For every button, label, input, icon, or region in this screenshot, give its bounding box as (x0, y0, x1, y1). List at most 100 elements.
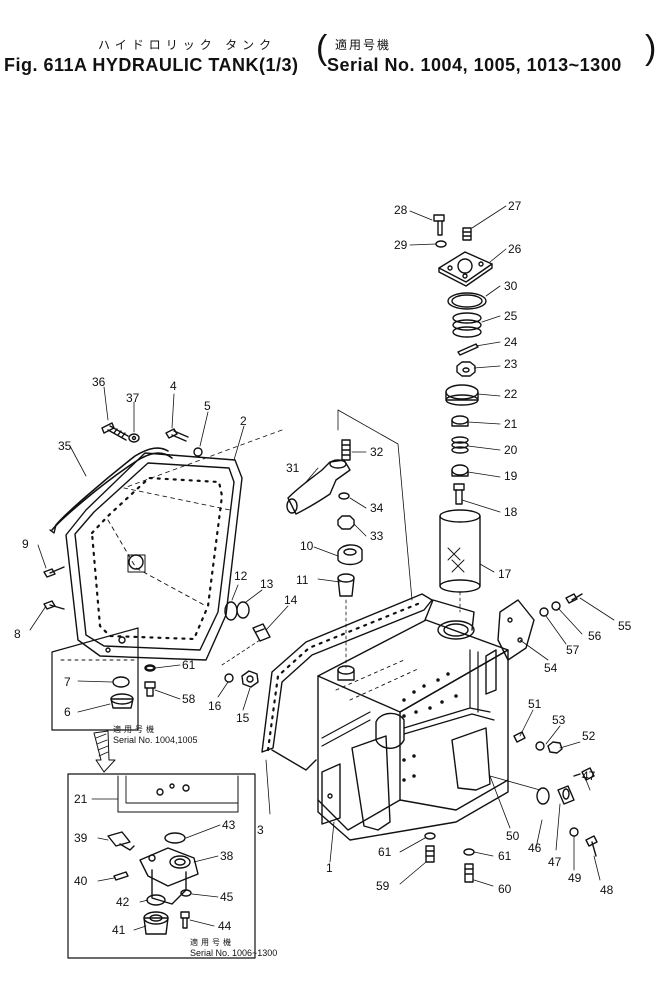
inset-lower-box (67, 773, 256, 959)
inset-lower-jp: 適用号機 (190, 938, 234, 947)
rod-18 (453, 483, 465, 505)
nut-23 (456, 361, 476, 377)
callout: 49 (568, 871, 582, 885)
callout: 32 (370, 445, 384, 459)
leader-lines (29, 205, 615, 931)
callout: 23 (504, 357, 518, 371)
bolt-59 (425, 845, 435, 863)
washer-16 (221, 639, 261, 683)
callout: 33 (370, 529, 384, 543)
callout: 56 (588, 629, 602, 643)
nut-15 (241, 670, 259, 688)
elbow-47 (573, 767, 595, 781)
spring-20 (451, 436, 469, 454)
bolt-8 (43, 600, 65, 610)
clamp-10 (337, 544, 363, 566)
washer-61b (463, 848, 475, 856)
washer-29 (435, 240, 447, 248)
plug-39 (107, 831, 135, 851)
elbow-46 (557, 785, 575, 805)
callout: 59 (376, 879, 390, 893)
tank-body-1 (317, 599, 509, 841)
callout: 24 (504, 335, 518, 349)
callout: 61 (498, 849, 512, 863)
serial-range: Serial No. 1004, 1005, 1013~1300 (327, 55, 622, 75)
valve-21 (451, 415, 469, 427)
bolt-36 (101, 422, 129, 441)
oring-50 (536, 787, 550, 805)
callout: 55 (618, 619, 632, 633)
callout: 48 (600, 883, 614, 897)
callout: 61 (378, 845, 392, 859)
inset-lower-caption: 適用号機 Serial No. 1006~1300 (190, 937, 277, 959)
washer-49 (569, 827, 579, 837)
callout: 27 (508, 199, 522, 213)
valve-seat-22 (445, 384, 479, 406)
nut-33 (337, 515, 355, 530)
callout: 39 (74, 831, 88, 845)
callout: 40 (74, 874, 88, 888)
callout: 57 (566, 643, 580, 657)
bolt-60 (464, 863, 474, 883)
callout: 21 (74, 792, 88, 806)
retainer-19 (451, 464, 469, 477)
callout: 52 (582, 729, 596, 743)
pin-24 (457, 343, 479, 356)
washer-37 (128, 433, 140, 443)
inset-lower-serial: Serial No. 1006~1300 (190, 948, 278, 958)
pipe-11 (337, 573, 355, 597)
callout: 35 (58, 439, 72, 453)
close-paren: ) (645, 29, 657, 67)
callout: 29 (394, 238, 408, 252)
clip-14 (252, 623, 271, 642)
callout: 28 (394, 203, 408, 217)
callout: 22 (504, 387, 518, 401)
callout: 44 (218, 919, 232, 933)
callout: 37 (126, 391, 140, 405)
open-paren: ( (316, 29, 328, 67)
inset-link-arrow (93, 730, 116, 773)
applicable-jp-label: 適用号機 (335, 38, 392, 52)
callout: 45 (220, 890, 234, 904)
oring-30 (447, 292, 487, 310)
callout: 41 (112, 923, 126, 937)
callout: 9 (22, 537, 29, 551)
element-17 (439, 509, 481, 593)
bolt-44 (180, 911, 190, 929)
callout: 10 (300, 539, 314, 553)
callout: 38 (220, 849, 234, 863)
callout: 30 (504, 279, 518, 293)
callout: 19 (504, 469, 518, 483)
pipe-31 (286, 459, 351, 515)
callout: 13 (260, 577, 274, 591)
callout: 47 (548, 855, 562, 869)
callout: 18 (504, 505, 518, 519)
plug-27 (462, 227, 472, 241)
callout: 58 (182, 692, 196, 706)
washer-57 (539, 607, 549, 617)
bolt-32 (341, 439, 351, 461)
callout: 50 (506, 829, 520, 843)
callout: 53 (552, 713, 566, 727)
callout: 7 (64, 675, 71, 689)
callout: 5 (204, 399, 211, 413)
bolt-55 (565, 593, 583, 604)
spring-25 (452, 312, 482, 338)
bolt-48 (585, 835, 598, 857)
washer-53 (535, 741, 545, 751)
callout: 36 (92, 375, 106, 389)
tank-gasket-3 (261, 593, 433, 771)
inset-upper-box (51, 627, 139, 731)
callout-numbers: 1 2 3 4 6 7 8 9 10 11 12 13 14 15 16 17 … (14, 199, 632, 937)
bolt-4 (165, 428, 189, 442)
washer-45 (180, 889, 192, 897)
flange-38 (139, 847, 199, 905)
callout: 26 (508, 242, 522, 256)
callout: 15 (236, 711, 250, 725)
callout: 31 (286, 461, 300, 475)
callout: 11 (296, 573, 309, 587)
washer-5 (193, 447, 203, 457)
cover-gasket-2 (65, 452, 243, 661)
callout: 61 (182, 658, 196, 672)
callout: 3 (257, 823, 264, 837)
